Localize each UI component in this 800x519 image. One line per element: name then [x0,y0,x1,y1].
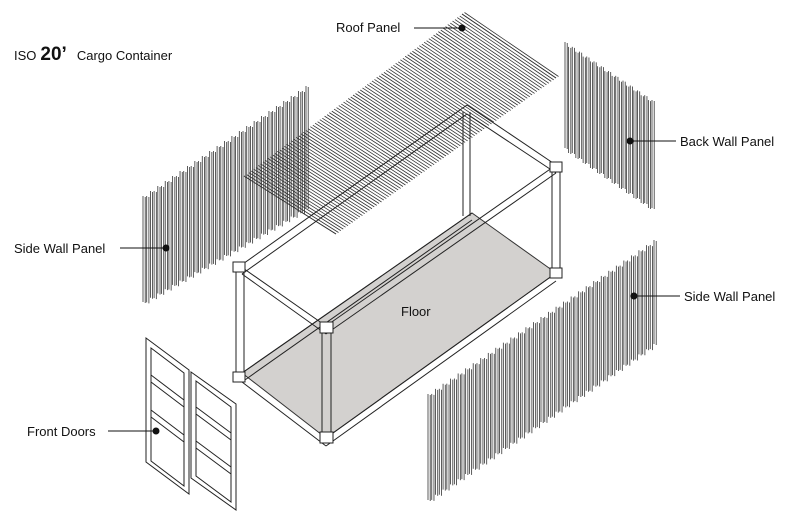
label-side-wall-panel-right: Side Wall Panel [684,289,776,304]
label-roof-panel: Roof Panel [336,20,401,35]
title-size: 20’ [40,44,67,65]
callout-leaders [108,24,680,435]
side-wall-panel-left [142,86,309,304]
label-floor: Floor [401,304,431,319]
label-side-wall-panel-left: Side Wall Panel [14,241,106,256]
label-front-doors: Front Doors [27,424,96,439]
title-prefix: ISO [14,48,37,63]
side-wall-panel-right [427,240,657,501]
title-suffix: Cargo Container [76,48,173,63]
label-back-wall-panel: Back Wall Panel [680,134,775,149]
back-wall-panel [564,42,655,209]
front-doors [145,337,237,511]
container-frame [232,104,563,447]
